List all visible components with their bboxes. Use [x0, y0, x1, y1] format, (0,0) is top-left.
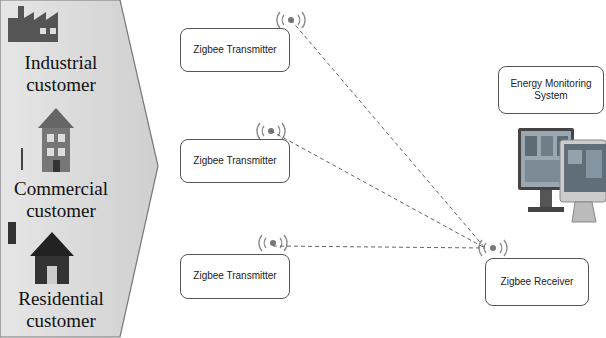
box-label: Zigbee Transmitter [193, 270, 276, 283]
customer-label: Industrial customer [0, 52, 122, 96]
customer-label: Commercial customer [0, 178, 122, 222]
transmitter-box: Zigbee Transmitter [180, 28, 290, 72]
box-label: Energy Monitoring System [507, 78, 595, 103]
antenna-icons [257, 12, 507, 256]
system-box: Energy Monitoring System [498, 66, 604, 114]
receiver-box: Zigbee Receiver [485, 258, 589, 306]
transmitter-box: Zigbee Transmitter [180, 254, 290, 299]
computer-monitors [518, 128, 606, 222]
panel-outline [0, 0, 162, 338]
wireless-link [291, 20, 485, 248]
wireless-link [273, 246, 485, 248]
wireless-link [271, 131, 485, 248]
customer-label: Residential customer [0, 288, 122, 332]
box-label: Zigbee Transmitter [193, 155, 276, 168]
box-label: Zigbee Transmitter [193, 44, 276, 57]
customer-panel: Industrial customerCommercial customerRe… [0, 0, 162, 338]
transmitter-box: Zigbee Transmitter [180, 139, 290, 183]
box-label: Zigbee Receiver [501, 276, 574, 289]
